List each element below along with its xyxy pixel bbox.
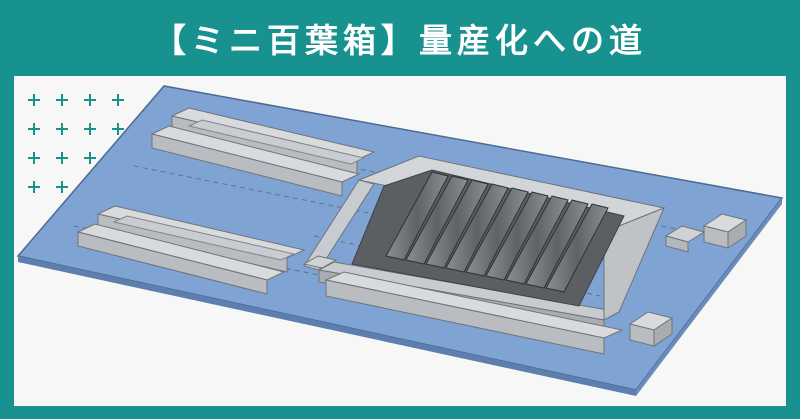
- pad-mid-right: [664, 225, 706, 253]
- page-title: 【ミニ百葉箱】量産化への道: [153, 21, 647, 60]
- pad-right-lower: [628, 311, 674, 347]
- louver-fins: [351, 169, 625, 307]
- connector-bar-right: [324, 271, 624, 355]
- pad-right-upper: [702, 213, 748, 249]
- connector-bar-lower-2: [76, 223, 286, 295]
- cad-model-illustration: [16, 85, 784, 396]
- connector-bar-upper-2: [150, 125, 361, 197]
- cad-render-panel: [14, 76, 786, 406]
- connector-bar-lower: [96, 205, 306, 273]
- connector-bar-upper: [170, 107, 376, 175]
- pad-left-small: [302, 255, 338, 269]
